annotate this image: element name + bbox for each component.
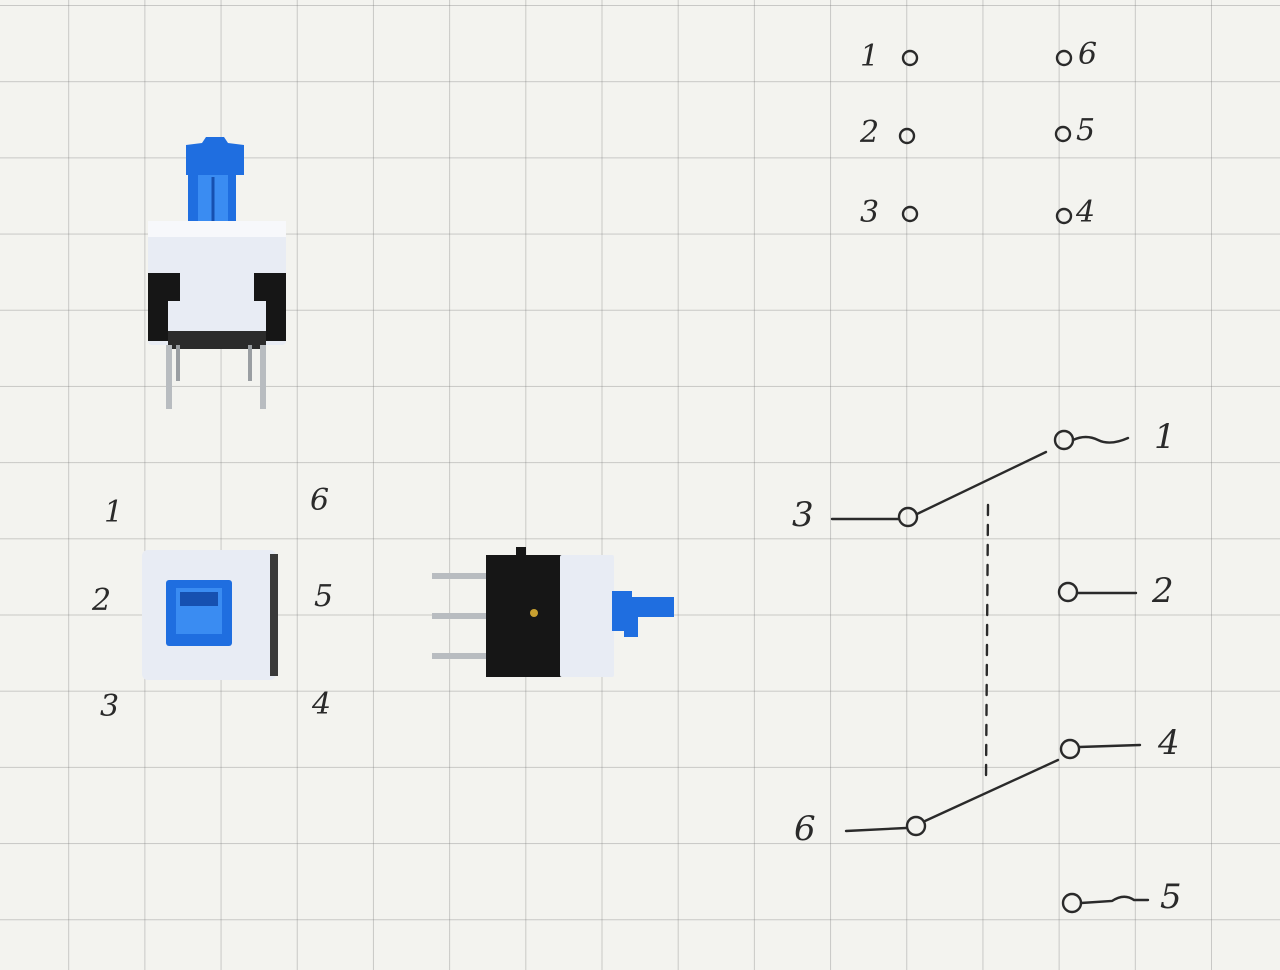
switch-top-view bbox=[140, 548, 280, 682]
terminal-common-6 bbox=[905, 815, 927, 837]
wire-throw-4 bbox=[1077, 743, 1142, 749]
switch-arm-top bbox=[915, 450, 1048, 516]
photo-pin-label-6: 6 bbox=[310, 483, 330, 518]
pinout-pad-4 bbox=[1055, 207, 1073, 225]
switch-end-view bbox=[428, 545, 680, 680]
switch-arm-bottom bbox=[923, 758, 1060, 823]
photo-pin-label-2: 2 bbox=[92, 583, 112, 618]
terminal-throw-5 bbox=[1061, 892, 1083, 914]
photo-pin-label-1: 1 bbox=[104, 495, 124, 530]
terminal-throw-2 bbox=[1057, 581, 1079, 603]
pinout-pad-3 bbox=[901, 205, 919, 223]
switch-end-view-drawing bbox=[432, 547, 674, 677]
switch-top-view-drawing bbox=[142, 550, 278, 680]
pinout-left-2: 2 bbox=[860, 115, 880, 150]
schematic-label-3: 3 bbox=[792, 495, 814, 535]
pinout-left-1: 1 bbox=[860, 39, 880, 74]
switch-side-view bbox=[140, 135, 300, 415]
switch-side-view-drawing bbox=[148, 137, 286, 409]
pinout-pad-6 bbox=[1055, 49, 1073, 67]
photo-pin-label-3: 3 bbox=[100, 689, 120, 724]
wire-throw-5 bbox=[1079, 895, 1150, 905]
pinout-pad-1 bbox=[901, 49, 919, 67]
schematic-label-1: 1 bbox=[1154, 417, 1176, 457]
terminal-throw-4 bbox=[1059, 738, 1081, 760]
pinout-pad-2 bbox=[898, 127, 916, 145]
pinout-left-3: 3 bbox=[860, 195, 880, 230]
photo-pin-label-4: 4 bbox=[312, 687, 332, 722]
pinout-pad-5 bbox=[1054, 125, 1072, 143]
terminal-throw-1 bbox=[1053, 429, 1075, 451]
pinout-right-4: 4 bbox=[1076, 195, 1096, 230]
photo-pin-label-5: 5 bbox=[314, 579, 334, 614]
pinout-right-5: 5 bbox=[1076, 113, 1096, 148]
schematic-label-2: 2 bbox=[1152, 571, 1174, 611]
mechanical-link bbox=[984, 503, 990, 782]
schematic-label-5: 5 bbox=[1160, 877, 1182, 917]
wire-throw-1 bbox=[1071, 435, 1130, 444]
terminal-common-3 bbox=[897, 506, 919, 528]
schematic-label-4: 4 bbox=[1158, 723, 1180, 763]
schematic-label-6: 6 bbox=[794, 809, 816, 849]
pinout-right-6: 6 bbox=[1078, 37, 1098, 72]
wire-common-6 bbox=[844, 826, 908, 833]
